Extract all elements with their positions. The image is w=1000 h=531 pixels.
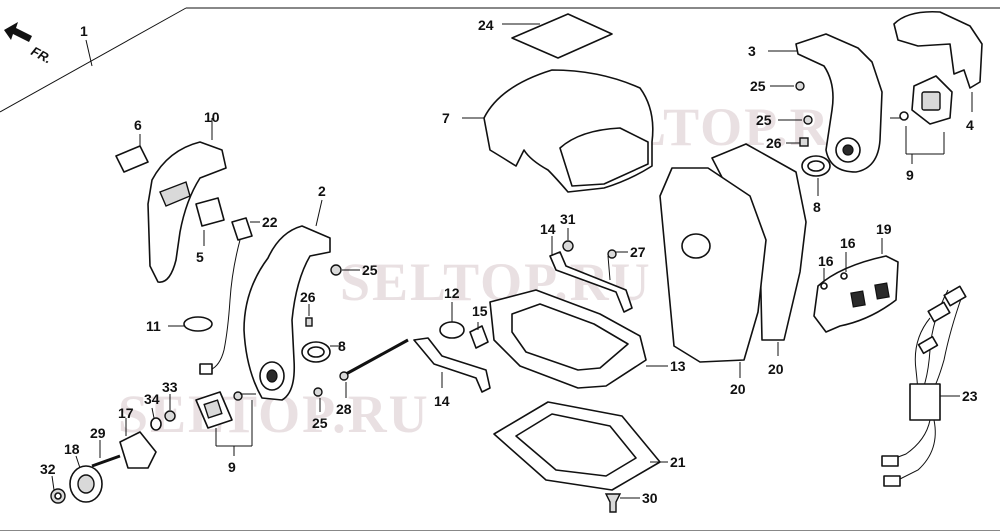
callout-25-d: 25 <box>312 415 328 431</box>
callout-1: 1 <box>80 23 88 39</box>
callout-8-lower: 8 <box>338 338 346 354</box>
callout-8-upper: 8 <box>813 199 821 215</box>
callout-26-b: 26 <box>300 289 316 305</box>
part-10-cover: 10 <box>147 109 227 283</box>
part-8-ring-lower: 8 <box>301 338 346 363</box>
part-34-washer: 34 <box>144 391 162 431</box>
part-24-sheet: 24 <box>478 13 613 59</box>
part-28-bolt: 28 <box>336 338 409 417</box>
part-21-gasket: 21 <box>493 401 686 491</box>
callout-2: 2 <box>318 183 326 199</box>
callout-28: 28 <box>336 401 352 417</box>
callout-20-left: 20 <box>730 381 746 397</box>
callout-13: 13 <box>670 358 686 374</box>
callout-7: 7 <box>442 110 450 126</box>
part-33-nut: 33 <box>162 379 178 422</box>
part-5-seal: 5 <box>195 197 225 265</box>
callout-4: 4 <box>966 117 974 133</box>
callout-19: 19 <box>876 221 892 237</box>
part-25-screws-lower: 25 25 26 <box>300 262 378 431</box>
part-30-screw: 30 <box>604 490 658 513</box>
callout-23: 23 <box>962 388 978 404</box>
part-17-bracket: 17 <box>118 405 157 469</box>
front-direction-indicator: FR. <box>4 22 54 66</box>
callout-6: 6 <box>134 117 142 133</box>
callout-5: 5 <box>196 249 204 265</box>
part-9-switch-right: 9 <box>890 75 953 183</box>
part-29-bolt: 29 <box>90 425 121 468</box>
callout-18: 18 <box>64 441 80 457</box>
part-8-ring-upper: 8 <box>801 155 831 215</box>
part-18-knob: 18 <box>64 441 103 503</box>
part-23-wiring-harness: 23 <box>881 285 978 487</box>
callout-3: 3 <box>748 43 756 59</box>
part-9-switch-lower: 9 <box>195 391 256 475</box>
part-20-covers: 20 20 <box>659 143 807 397</box>
callout-22: 22 <box>262 214 278 230</box>
part-14-stay-upper: 14 31 27 <box>540 211 646 313</box>
callout-16-b: 16 <box>818 253 834 269</box>
arrow-left-icon <box>4 22 32 42</box>
callout-30: 30 <box>642 490 658 506</box>
part-4-cap: 4 <box>893 10 983 133</box>
part-11-clamp: 11 <box>146 316 213 334</box>
part-3-bracket-arm: 3 <box>748 33 883 173</box>
part-22-sensor: 22 <box>199 214 278 375</box>
part-7-upper-cover: 7 <box>442 69 654 193</box>
part-13-lower-frame: 13 <box>489 289 686 389</box>
callout-10: 10 <box>204 109 220 125</box>
callout-9-right: 9 <box>906 167 914 183</box>
callout-32: 32 <box>40 461 56 477</box>
callout-14-lower: 14 <box>434 393 450 409</box>
callout-33: 33 <box>162 379 178 395</box>
callout-16-a: 16 <box>840 235 856 251</box>
direction-label: FR. <box>29 43 55 66</box>
callout-24: 24 <box>478 17 494 33</box>
callout-14-upper: 14 <box>540 221 556 237</box>
callout-12: 12 <box>444 285 460 301</box>
part-19-switch-panel: 19 16 16 <box>813 221 899 333</box>
part-2-housing: 2 <box>243 183 331 401</box>
callout-31: 31 <box>560 211 576 227</box>
callout-26-a: 26 <box>766 135 782 151</box>
callout-20-right: 20 <box>768 361 784 377</box>
part-6-cap: 6 <box>115 117 149 173</box>
part-25-screws-upper: 25 25 26 <box>750 78 813 151</box>
callout-11: 11 <box>146 318 161 334</box>
callout-27: 27 <box>630 244 646 260</box>
part-32-nut: 32 <box>40 461 66 504</box>
callout-21: 21 <box>670 454 686 470</box>
callout-25-c: 25 <box>362 262 378 278</box>
callout-17: 17 <box>118 405 134 421</box>
callout-29: 29 <box>90 425 106 441</box>
assembly-frame <box>0 7 1000 531</box>
callout-34: 34 <box>144 391 160 407</box>
callout-9-lower: 9 <box>228 459 236 475</box>
callout-15: 15 <box>472 303 488 319</box>
part-14-stay-lower: 14 12 15 <box>413 285 491 409</box>
callout-25-b: 25 <box>756 112 772 128</box>
callout-25-a: 25 <box>750 78 766 94</box>
